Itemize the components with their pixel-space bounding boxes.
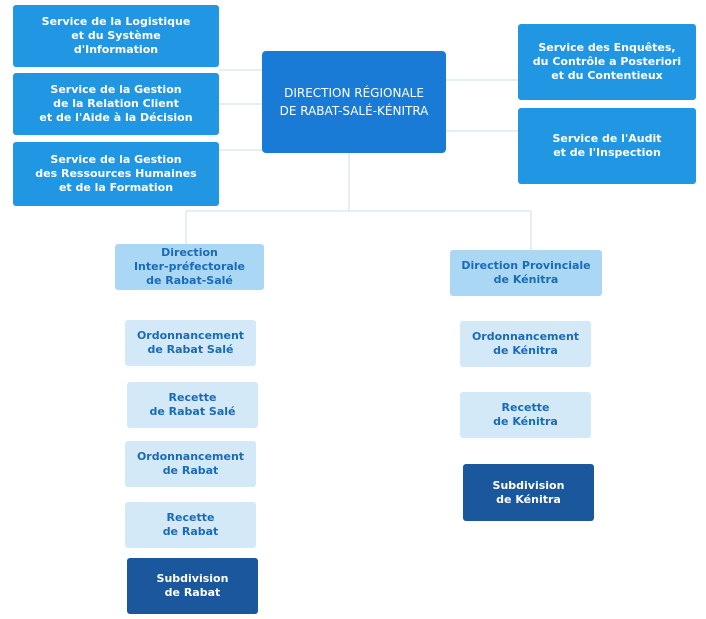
recette-rabat-box: Recette de Rabat	[125, 502, 256, 548]
recette-rabat-sale-box: Recette de Rabat Salé	[127, 382, 258, 428]
direction-kenitra-box: Direction Provinciale de Kénitra	[450, 250, 602, 296]
ordonnancement-rabat-sale-label: Ordonnancement de Rabat Salé	[136, 329, 245, 356]
recette-kenitra-label: Recette de Kénitra	[493, 401, 558, 428]
ordonnancement-rabat-sale-box: Ordonnancement de Rabat Salé	[125, 320, 256, 366]
ordonnancement-kenitra-box: Ordonnancement de Kénitra	[460, 321, 591, 367]
service-audit-box: Service de l'Audit et de l'Inspection	[518, 108, 696, 184]
recette-rabat-sale-label: Recette de Rabat Salé	[149, 391, 236, 418]
service-logistique-box: Service de la Logistique et du Système d…	[13, 5, 219, 67]
ordonnancement-kenitra-label: Ordonnancement de Kénitra	[471, 330, 580, 357]
main-direction-label: DIRECTION RÉGIONALE DE RABAT-SALÉ-KÉNITR…	[279, 86, 429, 118]
main-direction-box: DIRECTION RÉGIONALE DE RABAT-SALÉ-KÉNITR…	[262, 51, 446, 153]
service-enquetes-label: Service des Enquêtes, du Contrôle a Post…	[532, 41, 682, 82]
direction-rabat-sale-label: Direction Inter-préfectorale de Rabat-Sa…	[133, 246, 246, 287]
service-relation-client-label: Service de la Gestion de la Relation Cli…	[39, 83, 193, 124]
service-relation-client-box: Service de la Gestion de la Relation Cli…	[13, 73, 219, 135]
ordonnancement-rabat-box: Ordonnancement de Rabat	[125, 441, 256, 487]
subdivision-rabat-label: Subdivision de Rabat	[156, 572, 229, 599]
service-enquetes-box: Service des Enquêtes, du Contrôle a Post…	[518, 24, 696, 100]
direction-rabat-sale-box: Direction Inter-préfectorale de Rabat-Sa…	[115, 244, 264, 290]
ordonnancement-rabat-label: Ordonnancement de Rabat	[136, 450, 245, 477]
subdivision-kenitra-label: Subdivision de Kénitra	[492, 478, 565, 506]
recette-kenitra-box: Recette de Kénitra	[460, 392, 591, 438]
direction-kenitra-label: Direction Provinciale de Kénitra	[461, 259, 591, 286]
service-audit-label: Service de l'Audit et de l'Inspection	[552, 132, 662, 159]
service-ressources-humaines-box: Service de la Gestion des Ressources Hum…	[13, 142, 219, 206]
service-logistique-label: Service de la Logistique et du Système d…	[41, 15, 191, 56]
service-ressources-humaines-label: Service de la Gestion des Ressources Hum…	[35, 153, 197, 194]
subdivision-kenitra-box: Subdivision de Kénitra	[463, 464, 594, 521]
subdivision-rabat-box: Subdivision de Rabat	[127, 558, 258, 614]
recette-rabat-label: Recette de Rabat	[162, 511, 219, 538]
